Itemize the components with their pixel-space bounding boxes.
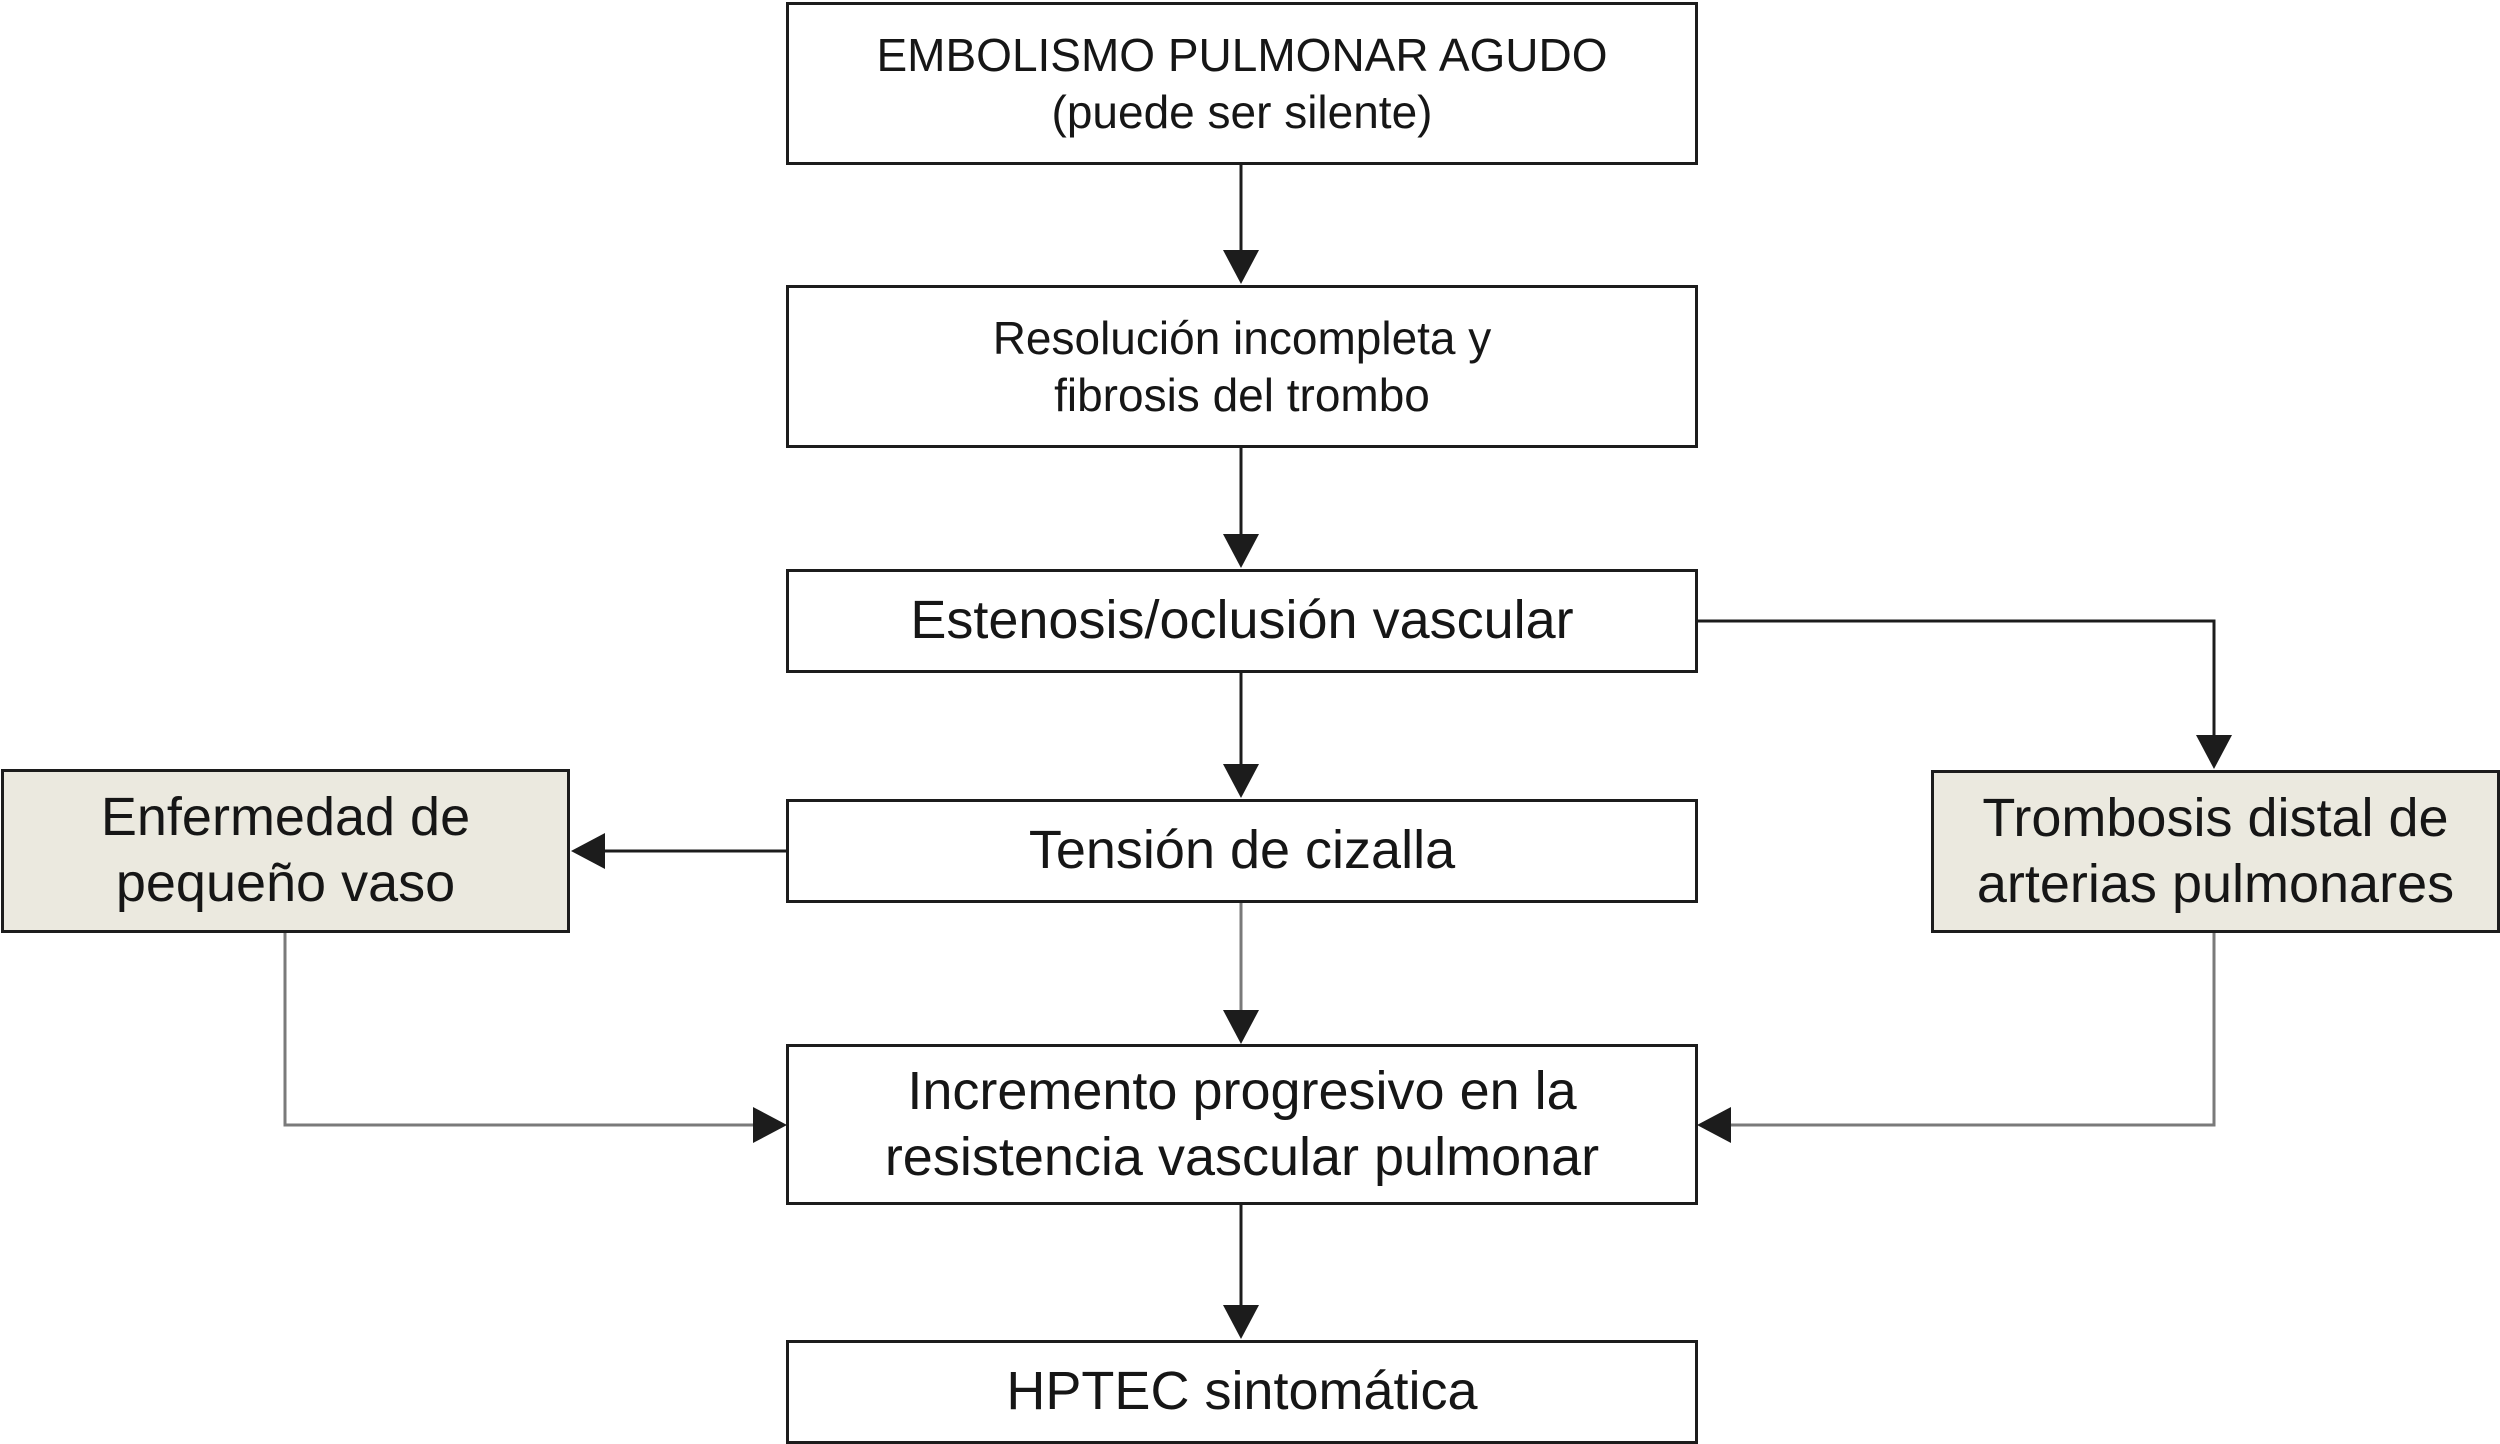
node-resistance: Incremento progresivo en la resistencia … [786,1044,1698,1205]
node-resolution-line1: Resolución incompleta y [992,312,1492,365]
node-stenosis-line1: Estenosis/oclusión vascular [910,590,1574,651]
edge-shear-to-resistance [1223,903,1259,1044]
edge-resolution-to-stenosis [1223,448,1259,568]
edge-stenosis-to-shear [1223,673,1259,798]
arrowhead-icon [1223,764,1259,798]
node-cteph: HPTEC sintomática [786,1340,1698,1444]
edge-resistance-to-cteph [1223,1205,1259,1339]
arrowhead-icon [1223,250,1259,284]
arrowhead-icon [2196,735,2232,769]
edge-embolism-to-resolution [1223,165,1259,284]
node-small-vessel-line1: Enfermedad de [100,787,471,848]
node-distal-thrombosis-line1: Trombosis distal de [1982,787,2449,848]
edge-shear-to-small-vessel [571,833,787,869]
node-small-vessel: Enfermedad de pequeño vaso [1,769,570,933]
node-small-vessel-line2: pequeño vaso [115,853,456,913]
node-embolism-line1: EMBOLISMO PULMONAR AGUDO [876,29,1608,82]
node-embolism-line2: (puede ser silente) [1051,85,1433,138]
node-shear: Tensión de cizalla [786,799,1698,903]
node-distal-thrombosis-line2: arterias pulmonares [1976,853,2455,914]
node-stenosis: Estenosis/oclusión vascular [786,569,1698,673]
node-resolution: Resolución incompleta y fibrosis del tro… [786,285,1698,448]
arrowhead-icon [1697,1107,1731,1143]
arrowhead-icon [753,1107,787,1143]
node-resistance-line2: resistencia vascular pulmonar [884,1126,1600,1187]
arrowhead-icon [1223,1010,1259,1044]
arrowhead-icon [1223,534,1259,568]
edge-distal-thrombosis-to-resistance [1697,933,2216,1143]
arrowhead-icon [1223,1305,1259,1339]
edge-small-vessel-to-resistance [283,933,787,1143]
edge-stenosis-to-distal-thrombosis [1697,619,2232,769]
node-resolution-line2: fibrosis del trombo [1054,368,1430,421]
node-cteph-line1: HPTEC sintomática [1006,1361,1478,1422]
arrowhead-icon [571,833,605,869]
node-distal-thrombosis: Trombosis distal de arterias pulmonares [1931,770,2500,933]
node-shear-line1: Tensión de cizalla [1028,820,1456,881]
node-resistance-line1: Incremento progresivo en la [907,1060,1577,1121]
node-embolism: EMBOLISMO PULMONAR AGUDO (puede ser sile… [786,2,1698,165]
